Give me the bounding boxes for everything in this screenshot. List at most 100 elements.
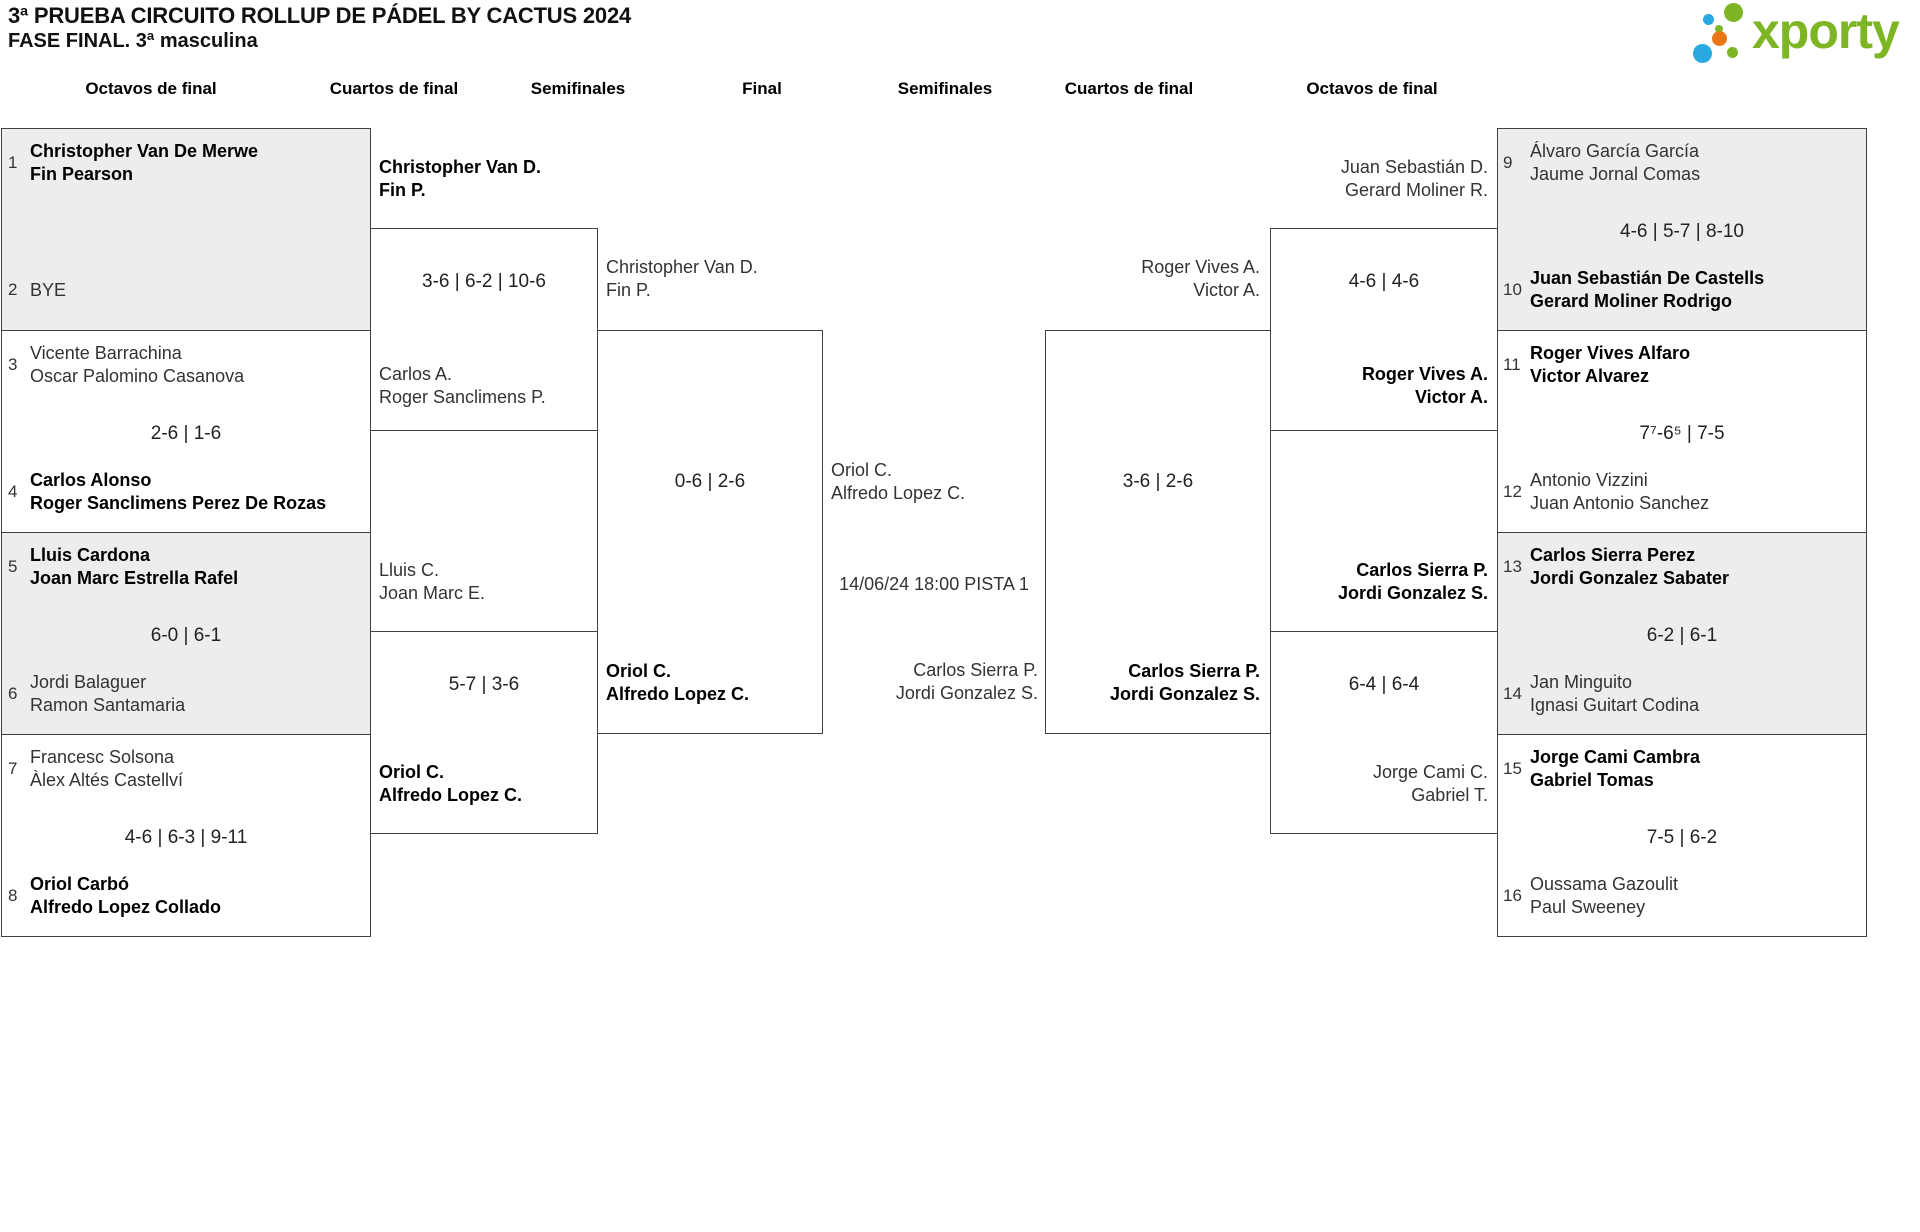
player-name: Jorge Cami C.: [1372, 762, 1488, 782]
seed-number: 2: [8, 280, 18, 299]
seed-number: 8: [8, 886, 18, 905]
player-name: Alfredo Lopez C.: [606, 684, 749, 704]
player-name: Carlos Sierra P.: [913, 660, 1038, 680]
player-name: Ramon Santamaria: [30, 695, 186, 715]
logo-dot-icon: [1693, 44, 1712, 63]
match-box-cuartos-left-1: [370, 228, 598, 431]
player-name: Christopher Van D.: [379, 157, 542, 177]
player-name: Paul Sweeney: [1530, 897, 1646, 917]
player-name: Roger Vives Alfaro: [1530, 343, 1691, 363]
team-names: Carlos Alonso Roger Sanclimens Perez De …: [30, 468, 326, 516]
player-name: Victor A.: [1414, 387, 1488, 407]
qf-entrant: Christopher Van D. Fin P.: [379, 155, 541, 203]
match-box-octavos-2: [1, 330, 371, 533]
match-box-semi-right: [1045, 330, 1271, 734]
match-box-octavos-7: [1497, 532, 1867, 735]
qf-entrant: Jorge Cami C. Gabriel T.: [1373, 760, 1488, 808]
match-box-cuartos-right-1: [1270, 228, 1498, 431]
player-name: Victor A.: [1193, 280, 1260, 300]
player-name: Roger Vives A.: [1141, 257, 1260, 277]
qf-entrant: Roger Vives A. Victor A.: [1362, 362, 1488, 410]
match-box-octavos-8: [1497, 734, 1867, 937]
player-name: Oussama Gazoulit: [1530, 874, 1679, 894]
player-name: Juan Antonio Sanchez: [1530, 493, 1710, 513]
player-name: Gerard Moliner R.: [1344, 180, 1488, 200]
seed-number: 1: [8, 153, 18, 172]
team-names: Vicente Barrachina Oscar Palomino Casano…: [30, 341, 244, 389]
player-name: Carlos Sierra Perez: [1530, 545, 1696, 565]
match-box-semi-left: [597, 330, 823, 734]
sf-entrant: Carlos Sierra P. Jordi Gonzalez S.: [1110, 659, 1260, 707]
qf-entrant: Lluis C. Joan Marc E.: [379, 558, 485, 606]
final-entrant: Carlos Sierra P. Jordi Gonzalez S.: [896, 658, 1038, 706]
player-name: Oriol C.: [606, 661, 672, 681]
round-header-cuartos-left: Cuartos de final: [329, 79, 459, 98]
round-header-cuartos-right: Cuartos de final: [1064, 79, 1194, 98]
seed-number: 3: [8, 355, 18, 374]
seed-number: 16: [1503, 886, 1522, 905]
player-name: Ignasi Guitart Codina: [1530, 695, 1700, 715]
player-name: Joan Marc Estrella Rafel: [30, 568, 239, 588]
match-score: 4-6 | 5-7 | 8-10: [1620, 221, 1744, 242]
player-name: Fin P.: [379, 180, 426, 200]
team-names: Carlos Sierra Perez Jordi Gonzalez Sabat…: [1530, 543, 1729, 591]
player-name: Jordi Gonzalez S.: [895, 683, 1038, 703]
team-names: Oussama Gazoulit Paul Sweeney: [1530, 872, 1678, 920]
sf-entrant: Roger Vives A. Victor A.: [1141, 255, 1260, 303]
player-name: Àlex Altés Castellví: [30, 770, 184, 790]
match-score: 6-0 | 6-1: [150, 625, 222, 646]
player-name: Alfredo Lopez C.: [831, 483, 966, 503]
seed-number: 11: [1503, 355, 1521, 374]
seed-number: 10: [1503, 280, 1522, 299]
player-name: Jan Minguito: [1530, 672, 1633, 692]
match-score: 7⁷-6⁵ | 7-5: [1639, 423, 1725, 444]
seed-number: 4: [8, 482, 18, 501]
seed-number: 12: [1503, 482, 1522, 501]
team-names: BYE: [30, 266, 66, 314]
page-subtitle: FASE FINAL. 3ª masculina: [8, 30, 258, 52]
match-score: 3-6 | 2-6: [1122, 471, 1194, 492]
qf-entrant: Carlos A. Roger Sanclimens P.: [379, 362, 546, 410]
match-score: 0-6 | 2-6: [674, 471, 746, 492]
player-name: Joan Marc E.: [379, 583, 486, 603]
seed-number: 14: [1503, 684, 1522, 703]
player-name: Christopher Van De Merwe: [30, 141, 259, 161]
qf-entrant: Oriol C. Alfredo Lopez C.: [379, 760, 522, 808]
final-entrant: Oriol C. Alfredo Lopez C.: [831, 458, 965, 506]
player-name: Oriol Carbó: [30, 874, 130, 894]
player-name: Alfredo Lopez C.: [379, 785, 522, 805]
player-name: Fin P.: [606, 280, 651, 300]
player-name: Jordi Gonzalez Sabater: [1530, 568, 1730, 588]
player-name: Vicente Barrachina: [30, 343, 182, 363]
seed-number: 7: [8, 759, 18, 778]
round-header-semis-right: Semifinales: [897, 79, 993, 98]
match-score: 5-7 | 3-6: [448, 674, 520, 695]
player-name: Jaume Jornal Comas: [1530, 164, 1701, 184]
player-name: Roger Sanclimens Perez De Rozas: [30, 493, 327, 513]
seed-number: 6: [8, 684, 18, 703]
final-schedule: 14/06/24 18:00 PISTA 1: [839, 574, 1029, 594]
player-name: Jorge Cami Cambra: [1530, 747, 1701, 767]
match-score: 2-6 | 1-6: [150, 423, 222, 444]
player-name: Gabriel T.: [1411, 785, 1488, 805]
match-score: 3-6 | 6-2 | 10-6: [422, 271, 546, 292]
player-name: Carlos Sierra P.: [1356, 560, 1488, 580]
player-name: Antonio Vizzini: [1530, 470, 1648, 490]
player-name: Fin Pearson: [30, 164, 134, 184]
team-names: Oriol Carbó Alfredo Lopez Collado: [30, 872, 221, 920]
team-names: Lluis Cardona Joan Marc Estrella Rafel: [30, 543, 238, 591]
player-name: Roger Vives A.: [1361, 364, 1488, 384]
player-name: Lluis C.: [379, 560, 440, 580]
logo-wordmark: xporty: [1752, 3, 1900, 59]
round-header-octavos-left: Octavos de final: [85, 79, 217, 98]
round-header-semis-left: Semifinales: [530, 79, 626, 98]
player-name: Christopher Van D.: [606, 257, 758, 277]
team-names: Antonio Vizzini Juan Antonio Sanchez: [1530, 468, 1709, 516]
logo-dot-icon: [1727, 47, 1738, 58]
player-name: Oriol C.: [831, 460, 893, 480]
player-name: Carlos Sierra P.: [1128, 661, 1260, 681]
player-name: Oscar Palomino Casanova: [30, 366, 245, 386]
player-name: Victor Alvarez: [1530, 366, 1650, 386]
player-name: BYE: [30, 279, 67, 300]
round-header-final: Final: [742, 79, 782, 98]
